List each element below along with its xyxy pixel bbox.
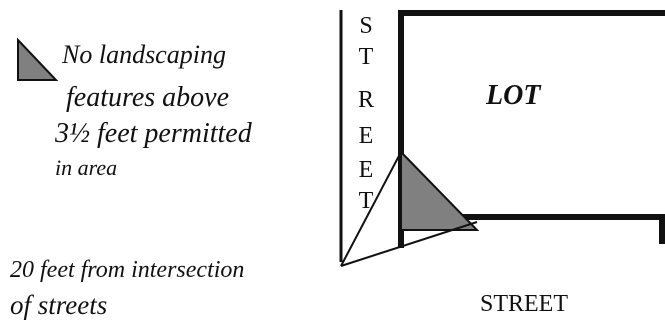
lot-label: LOT: [486, 80, 541, 111]
distance-note-line-2: of streets: [10, 290, 108, 320]
sight-triangle-area: [400, 149, 480, 231]
side-street-letter-5: E: [358, 157, 374, 183]
side-street-letter-1: S: [359, 13, 373, 39]
legend-line-2: features above: [66, 82, 230, 113]
legend-line-4: in area: [55, 155, 118, 180]
bottom-street-label: STREET: [480, 291, 568, 317]
corner-to-intersection-line: [340, 151, 402, 267]
legend-line-1: No landscaping: [62, 40, 226, 69]
side-street-letter-3: R: [357, 87, 374, 113]
legend-triangle-icon: [17, 37, 59, 81]
side-street-letter-4: E: [358, 123, 374, 149]
legend-line-3: 3½ feet permitted: [55, 118, 252, 149]
intersection-to-base-line: [340, 221, 478, 267]
side-street-letter-6: T: [358, 188, 374, 214]
side-street-letter-2: T: [358, 44, 374, 70]
distance-note-line-1: 20 feet from intersection: [10, 257, 245, 283]
